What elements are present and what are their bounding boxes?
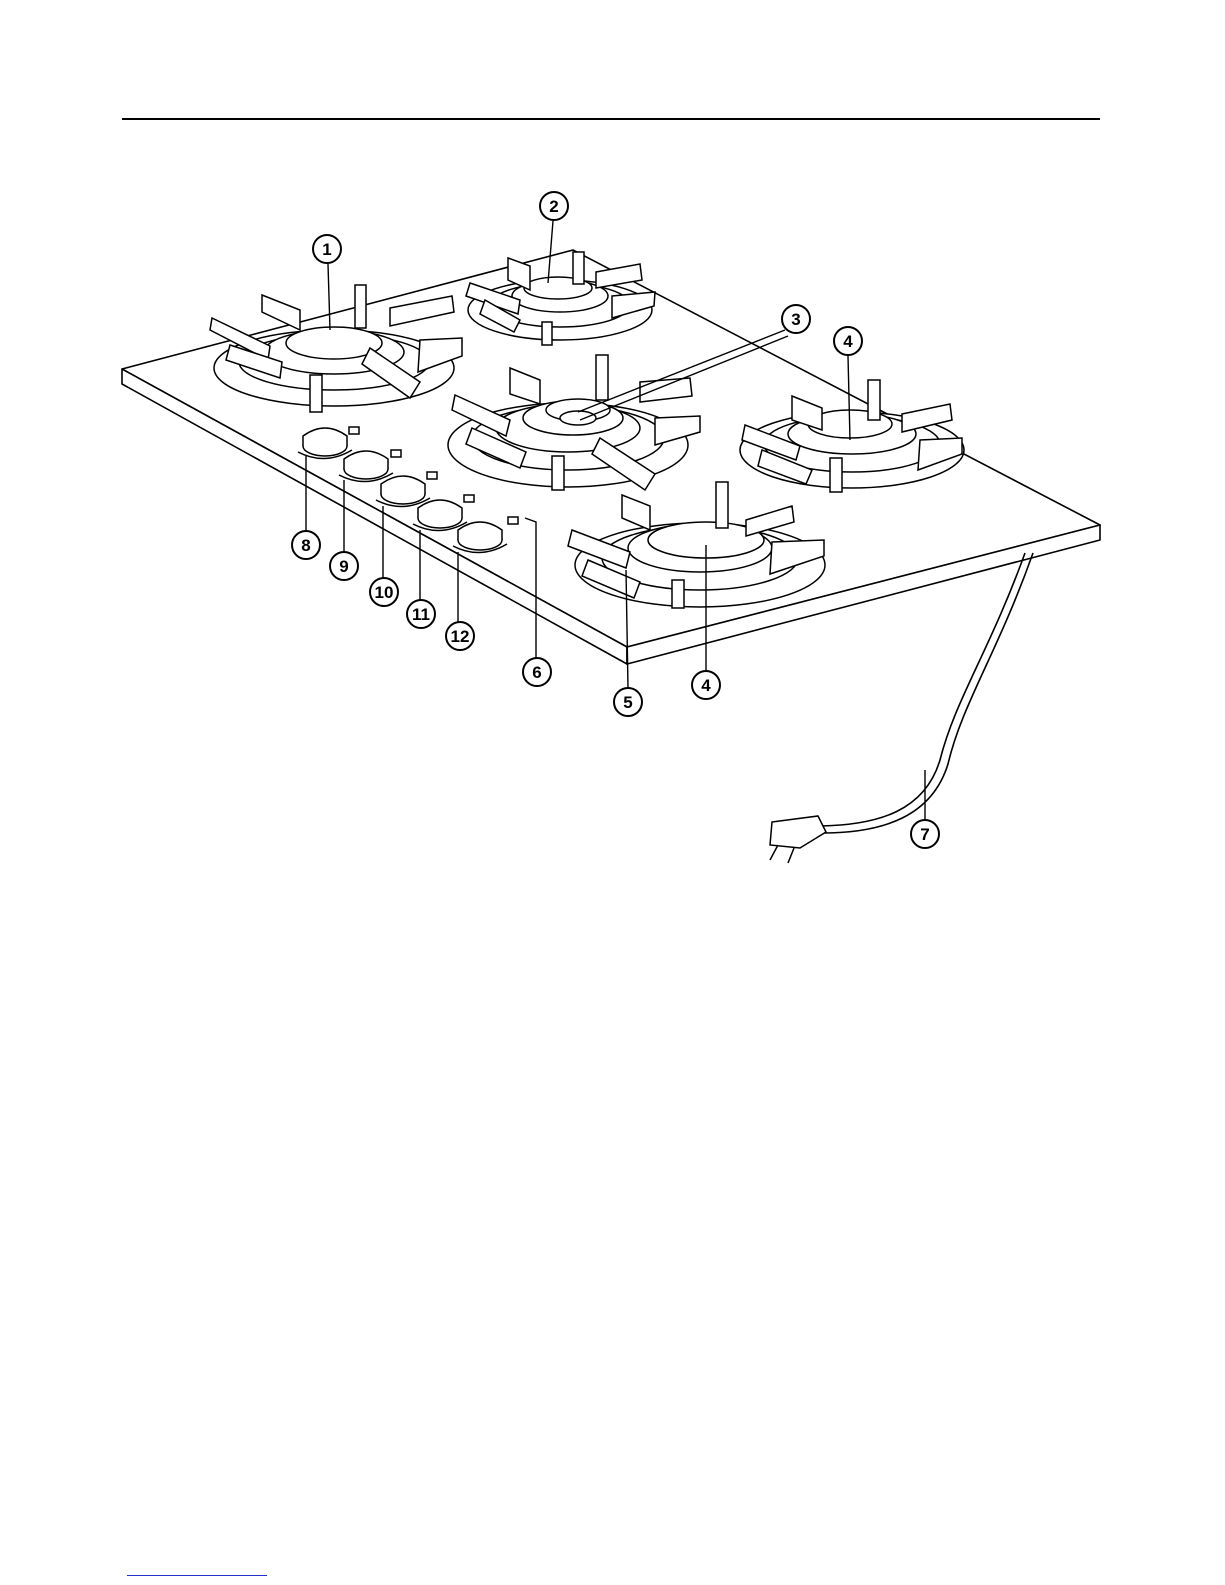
callout-10: 10 — [370, 578, 398, 606]
callout-label: 7 — [920, 825, 929, 844]
burner-1 — [210, 285, 462, 412]
callout-label: 11 — [412, 605, 430, 624]
callout-2: 2 — [540, 192, 568, 220]
callout-label: 3 — [791, 310, 800, 329]
callout-label: 5 — [623, 693, 632, 712]
callout-label: 1 — [322, 240, 331, 259]
callout-4-right: 4 — [834, 327, 862, 355]
callout-label: 4 — [843, 332, 853, 351]
callout-6: 6 — [523, 658, 551, 686]
callout-label: 10 — [375, 583, 394, 602]
callout-1: 1 — [313, 235, 341, 263]
callout-4-front: 4 — [692, 671, 720, 699]
callout-5: 5 — [614, 688, 642, 716]
callout-7: 7 — [911, 820, 939, 848]
callout-9: 9 — [330, 552, 358, 580]
callout-label: 6 — [532, 663, 541, 682]
callout-11: 11 — [407, 600, 435, 628]
callout-label: 9 — [339, 557, 348, 576]
callout-label: 2 — [549, 197, 558, 216]
callout-label: 4 — [701, 676, 711, 695]
callout-label: 12 — [451, 627, 470, 646]
footer-link-underline[interactable] — [127, 1575, 267, 1576]
callout-8: 8 — [292, 531, 320, 559]
callout-12: 12 — [446, 622, 474, 650]
callout-label: 8 — [301, 536, 310, 555]
callout-3: 3 — [782, 305, 810, 333]
plug — [770, 816, 826, 863]
